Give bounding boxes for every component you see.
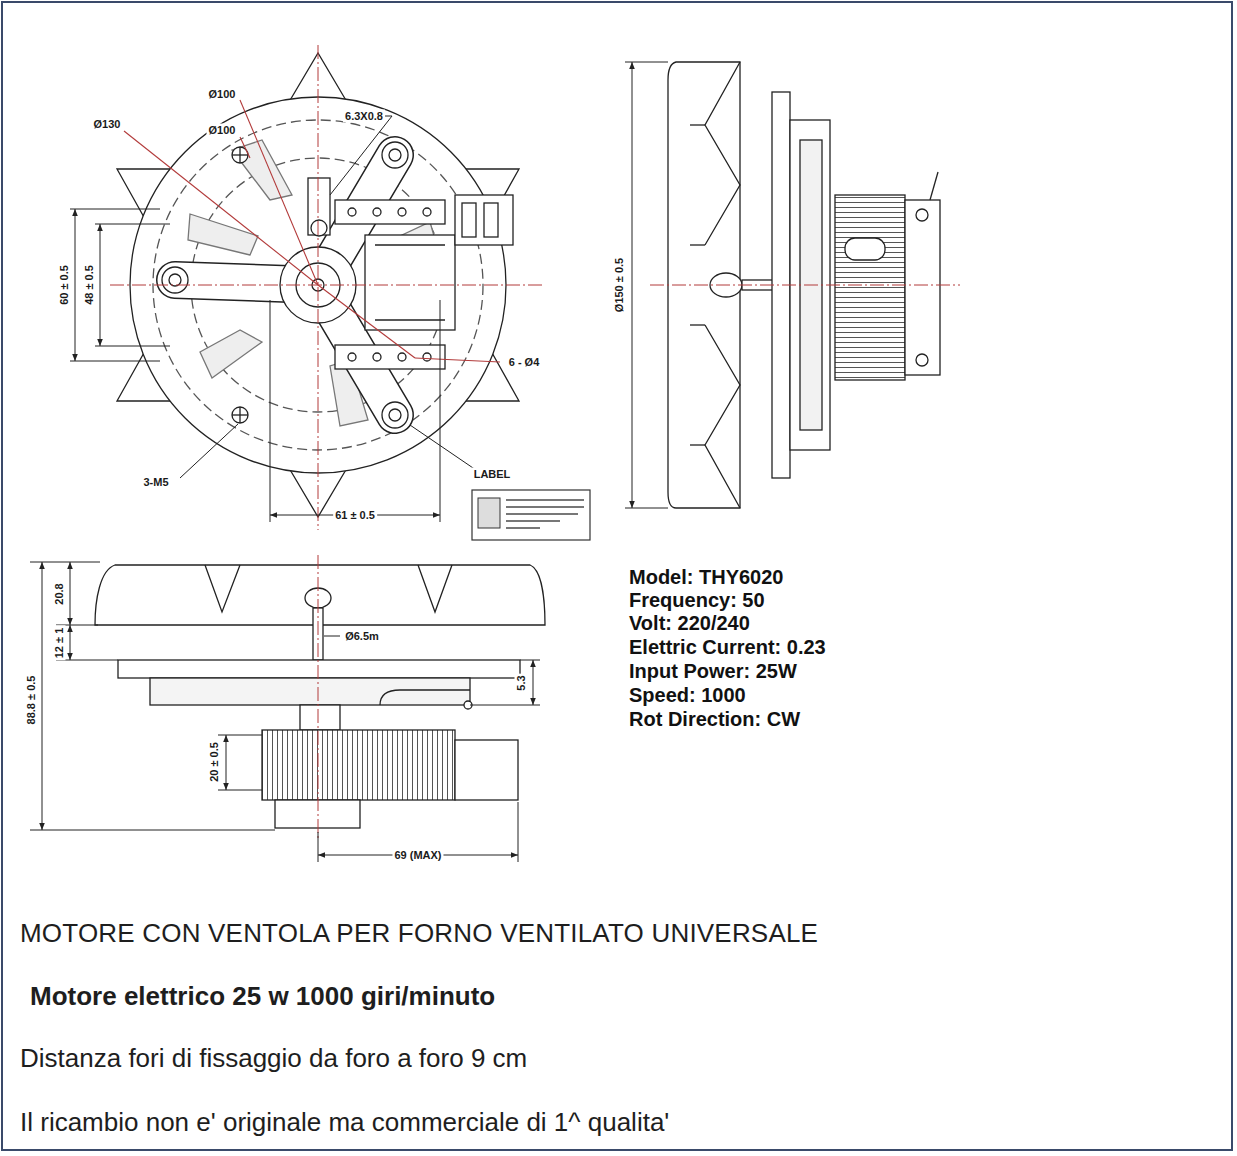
dimension-label: 20.8 bbox=[53, 581, 66, 606]
mount-hole bbox=[382, 402, 408, 428]
dimension-label: Ø150 ± 0.5 bbox=[613, 256, 626, 314]
terminal-block bbox=[455, 195, 513, 245]
dimension-label: Ø6.5m bbox=[343, 630, 381, 643]
dimension-label: 61 ± 0.5 bbox=[333, 509, 377, 522]
dimension-lines bbox=[625, 62, 668, 508]
dimension-label: 5.3 bbox=[515, 673, 528, 692]
dimension-label: 69 (MAX) bbox=[392, 849, 443, 862]
spec-line: Rot Direction: CW bbox=[627, 709, 802, 729]
mount-hole bbox=[162, 267, 188, 293]
dimension-label: 6.3X0.8 bbox=[343, 110, 385, 123]
spec-line: Volt: 220/240 bbox=[627, 613, 752, 633]
dimension-label: 12 ± 1 bbox=[53, 626, 66, 661]
callout-label: LABEL bbox=[472, 468, 513, 481]
bottom-view bbox=[95, 565, 545, 828]
note-line: Distanza fori di fissaggio da foro a for… bbox=[18, 1045, 529, 1071]
mount-hole bbox=[389, 409, 401, 421]
dimension-label: Ø100 bbox=[207, 124, 238, 137]
dimension-label: 60 ± 0.5 bbox=[58, 263, 71, 307]
center-lines bbox=[650, 285, 960, 286]
dimension-label: 48 ± 0.5 bbox=[83, 263, 96, 307]
dimension-label: 88.8 ± 0.5 bbox=[25, 674, 38, 727]
dimension-lines bbox=[30, 562, 540, 862]
bracket-bar bbox=[335, 345, 445, 369]
terminal-block bbox=[455, 740, 518, 800]
spec-line: Frequency: 50 bbox=[627, 590, 767, 610]
dimension-lines bbox=[70, 209, 440, 522]
note-line: Motore elettrico 25 w 1000 giri/minuto bbox=[28, 983, 497, 1009]
spec-line: Model: THY6020 bbox=[627, 567, 785, 587]
dimension-label: 6 - Ø4 bbox=[507, 356, 542, 369]
note-line: Il ricambio non e' originale ma commerci… bbox=[18, 1109, 671, 1135]
bracket-bar bbox=[335, 200, 445, 224]
dimension-label: Ø130 bbox=[92, 118, 123, 131]
bearing bbox=[300, 705, 340, 730]
mount-hole bbox=[389, 149, 401, 161]
callout-label: 3-M5 bbox=[141, 476, 170, 489]
mount-hole bbox=[382, 142, 408, 168]
mounting-plate bbox=[118, 660, 520, 678]
center-lines bbox=[110, 45, 545, 530]
dimension-label: Ø100 bbox=[207, 88, 238, 101]
title: MOTORE CON VENTOLA PER FORNO VENTILATO U… bbox=[18, 920, 820, 946]
leader-lines bbox=[124, 100, 500, 362]
spec-line: Elettric Current: 0.23 bbox=[627, 637, 828, 657]
spec-line: Speed: 1000 bbox=[627, 685, 748, 705]
bracket bbox=[150, 678, 470, 705]
mount-hole bbox=[169, 274, 181, 286]
motor-end bbox=[905, 200, 940, 375]
label-sticker bbox=[472, 490, 590, 540]
bearing-bracket bbox=[308, 178, 330, 235]
motor-coil bbox=[262, 730, 455, 800]
spec-line: Input Power: 25W bbox=[627, 661, 799, 681]
motor-coil bbox=[835, 195, 905, 380]
motor-coil bbox=[365, 235, 455, 330]
dimension-label: 20 ± 0.5 bbox=[208, 740, 221, 784]
leader-lines bbox=[180, 116, 476, 478]
center-lines bbox=[318, 555, 319, 840]
